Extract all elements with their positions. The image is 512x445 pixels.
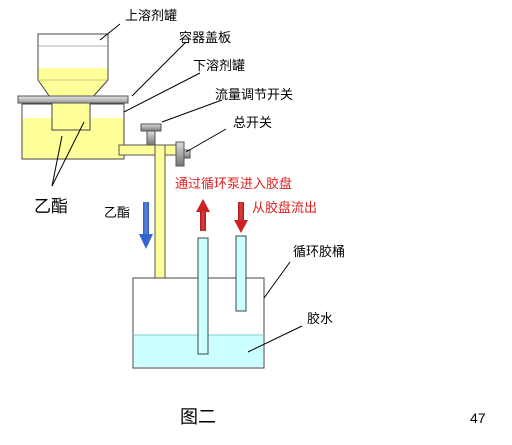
leader-ethyl-ester-2 [51,135,63,187]
glue-label: 胶水 [307,311,333,327]
figure-caption: 图二 [180,407,216,428]
leader-lines [51,23,303,353]
main-switch-label: 总开关 [233,116,272,131]
flow-out-label: 从胶盘流出 [252,200,317,216]
leader-circulation-tank [263,261,291,299]
upper-tank-label: 上溶剂罐 [125,9,177,24]
leader-lid-plate [131,41,187,97]
leader-flow-switch [161,99,223,123]
ethyl-ester-arrow-label: 乙酯 [104,206,130,221]
outflow-down-arrow [234,202,248,233]
leader-ethyl-ester-1 [51,121,85,187]
leader-main-switch [185,128,227,153]
flow-adjust-valve [140,123,162,146]
container-lid-plate [17,95,129,104]
pump-intake-tube [197,237,209,355]
lower-tank-label: 下溶剂罐 [193,59,245,74]
return-flow-tube [235,235,247,312]
lid-plate-label: 容器盖板 [179,30,231,46]
upper-solvent-tank [37,33,109,131]
flow-switch-label: 流量调节开关 [215,88,293,103]
leader-lower-tank [123,72,201,113]
pump-up-arrow [196,199,210,231]
leader-glue [247,325,303,353]
ethyl-ester-down-arrow [139,202,153,249]
page-number: 47 [470,410,486,426]
main-switch-valve [175,141,191,167]
pump-in-label: 通过循环泵进入胶盘 [175,176,292,192]
ethyl-ester-label: 乙酯 [34,197,68,217]
leader-upper-tank [99,23,121,41]
circulation-tank-label: 循环胶桶 [293,244,345,260]
